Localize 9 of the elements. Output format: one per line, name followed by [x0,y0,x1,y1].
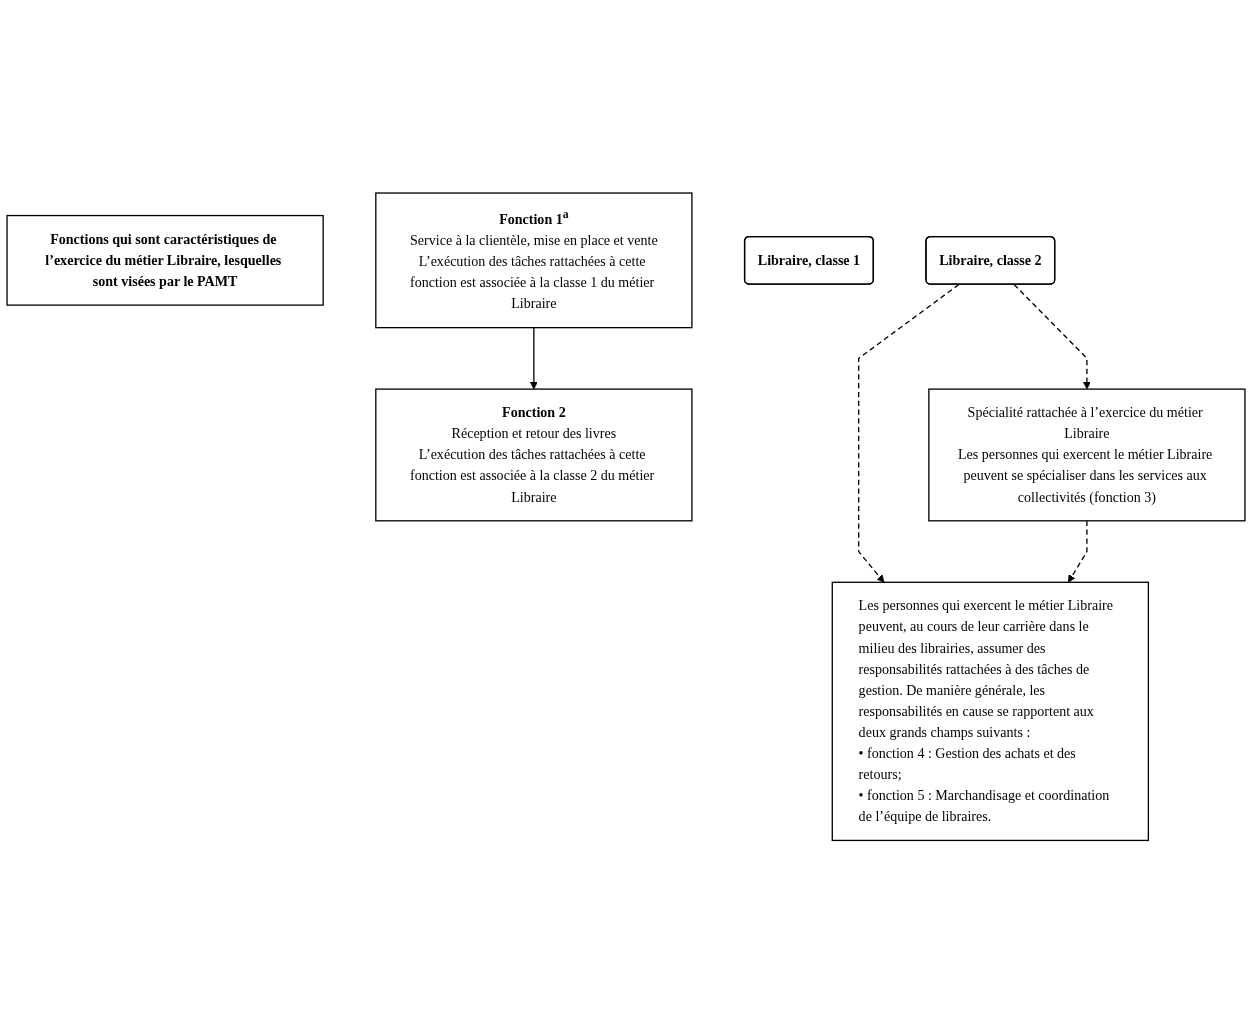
node-box: Fonction 1$^{a}$ Service à la clientèle, mise en place et vente L’exécution des tâches rattachées à cette fonction est associée à la classe 1 du métier Libraire [375,192,693,329]
node-box: Les personnes qui exercent le métier Libraire peuvent, au cours de leur carrière dans le milieu des librairies, assumer des responsabilités rattachées à des tâches de gestion. De manière générale, les responsabilités en cause se rapportent aux deux grands champs suivants : • fonction 4 : Gestion des achats et des retours; • fonction 5 : Marchandisage et coordination de l’équipe de libraires. [831,581,1150,842]
arrow [1013,284,1091,390]
node-box: Fonctions qui sont caractéristiques de l’exercice du métier Libraire, lesquelles sont visées par le PAMT [6,215,324,307]
node-box: Spécialité rattachée à l’exercice du métier Libraire Les personnes qui exercent le métier Libraire peuvent se spécialiser dans les services aux collectivités (fonction 3) [928,388,1246,522]
arrow [530,327,538,390]
arrow [1068,520,1088,583]
node-box: Fonction 2 Réception et retour des livres L’exécution des tâches rattachées à cette fonction est associée à la classe 2 du métier Libraire [375,388,693,522]
arrow [858,284,960,583]
